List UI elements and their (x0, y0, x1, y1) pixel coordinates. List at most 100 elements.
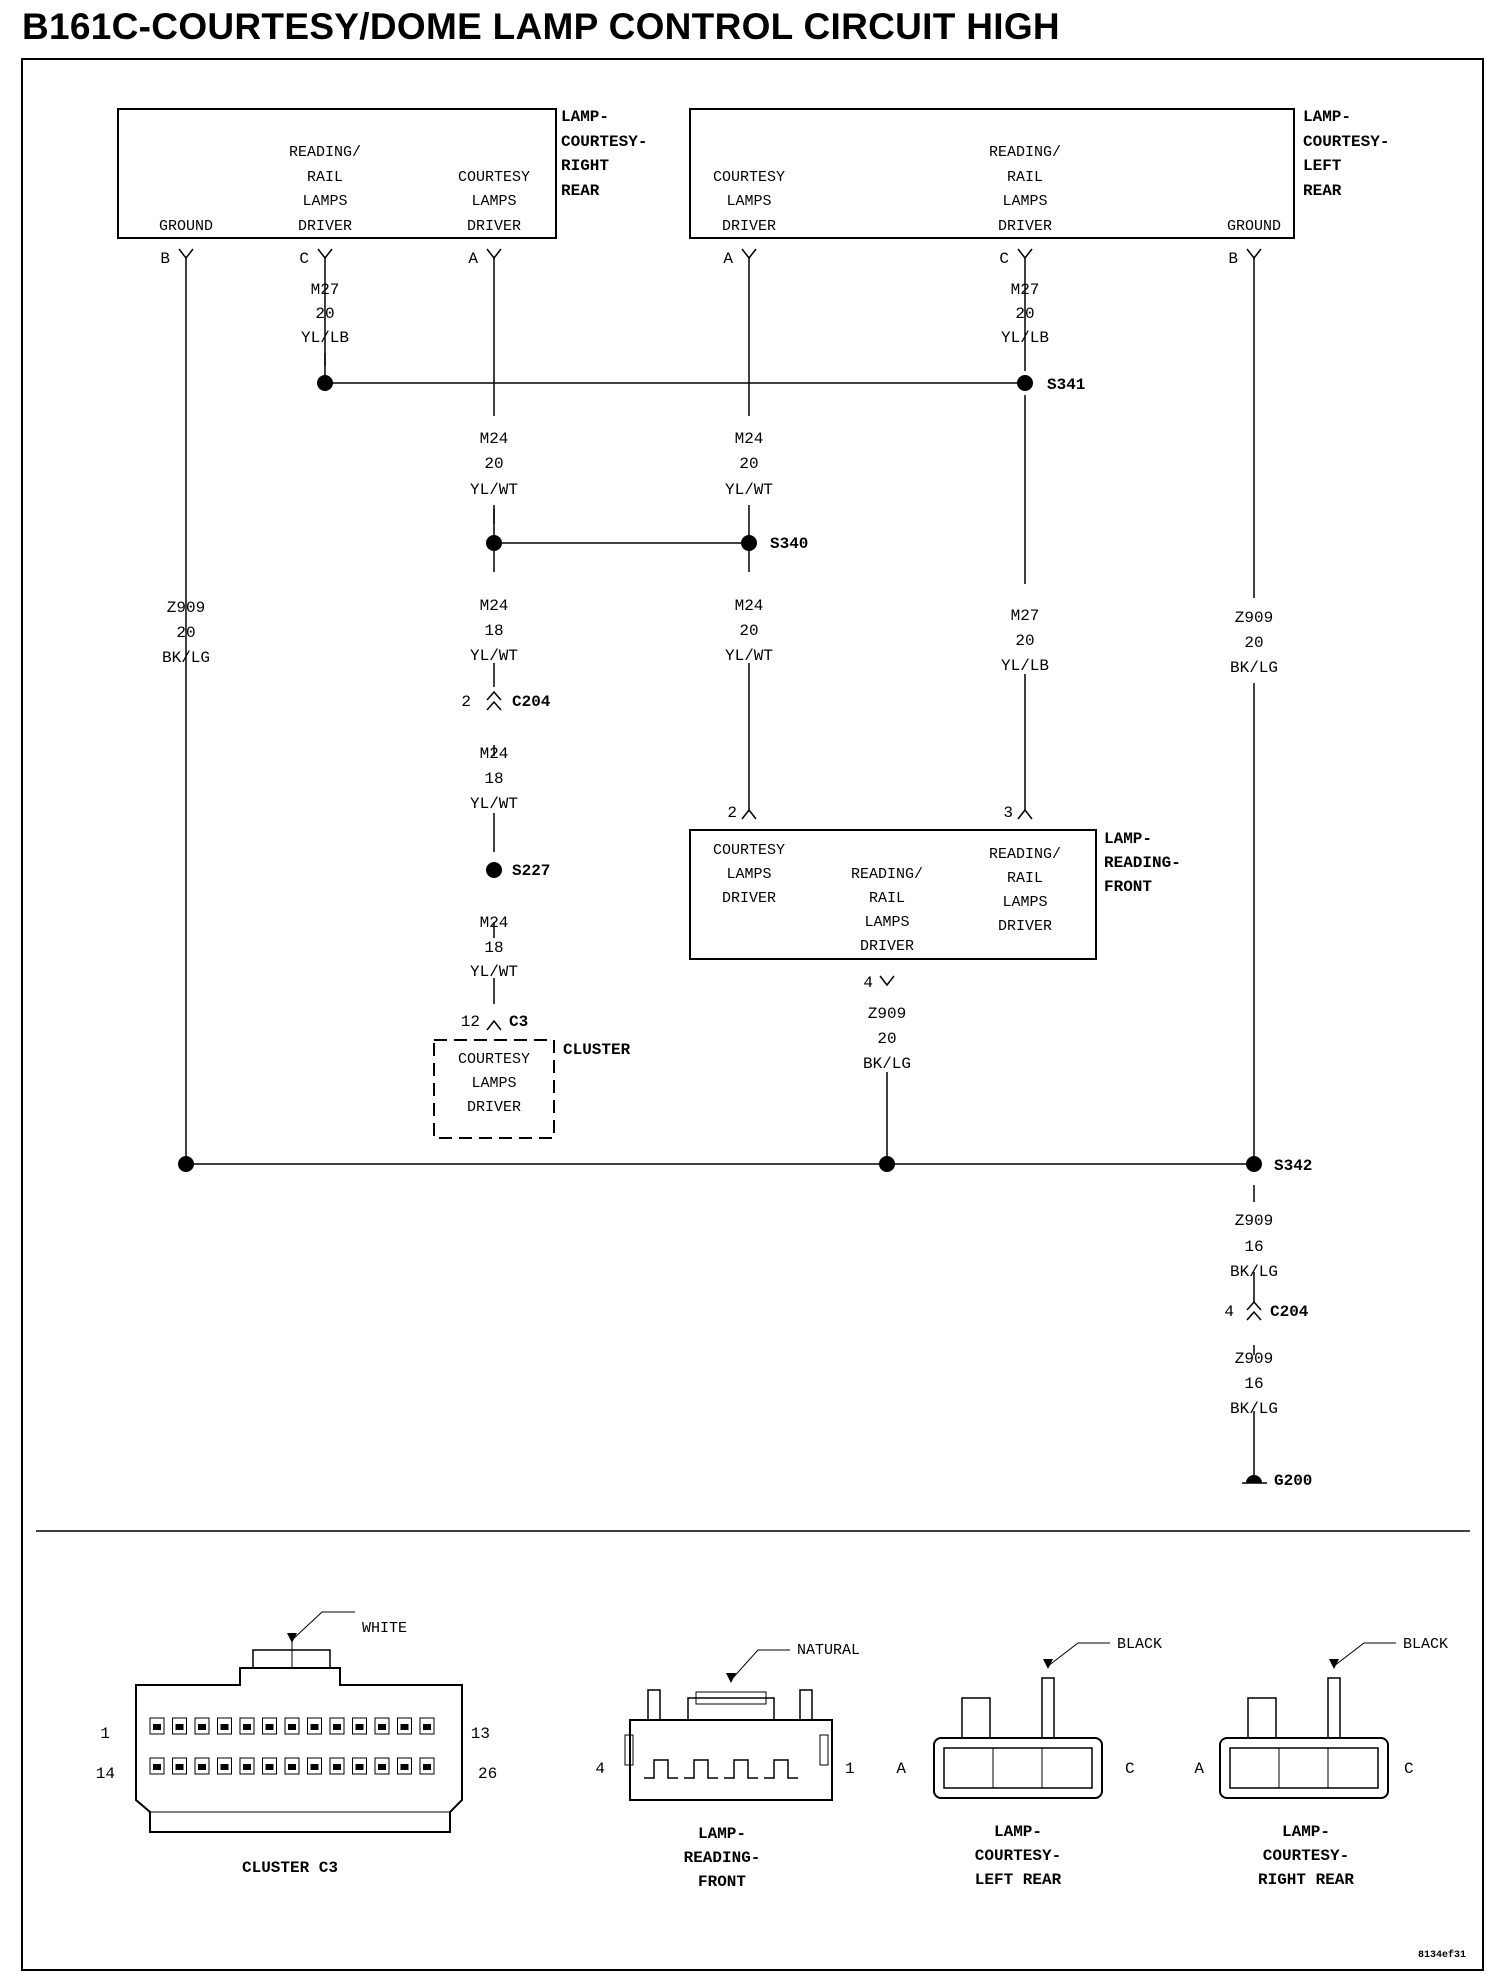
pin-terminal (153, 1724, 161, 1730)
lamp-courtesy-right-rear: LAMP- COURTESY- RIGHT REAR GROUND READIN… (117, 108, 647, 268)
svg-text:A: A (1194, 1760, 1204, 1778)
pin-cavity (262, 1757, 277, 1775)
pin-terminal (423, 1724, 431, 1730)
svg-text:16: 16 (1244, 1238, 1263, 1256)
svg-text:1: 1 (845, 1760, 855, 1778)
pin-cavity (352, 1757, 367, 1775)
svg-text:M24: M24 (480, 914, 509, 932)
svg-text:DRIVER: DRIVER (298, 218, 352, 235)
svg-text:LAMPS: LAMPS (726, 193, 771, 210)
svg-text:20: 20 (1015, 305, 1034, 323)
pin-terminal (310, 1724, 319, 1730)
pin-terminal (355, 1764, 364, 1770)
svg-text:16: 16 (1244, 1375, 1263, 1393)
svg-text:RAIL: RAIL (307, 169, 343, 186)
svg-text:REAR: REAR (1303, 182, 1342, 200)
svg-text:LAMP-: LAMP- (994, 1823, 1042, 1841)
pin-terminal (265, 1724, 274, 1730)
svg-text:COURTESY: COURTESY (458, 169, 530, 186)
pin-terminal (400, 1764, 409, 1770)
pin-terminal (198, 1724, 206, 1730)
svg-text:C: C (299, 250, 309, 268)
svg-text:BK/LG: BK/LG (162, 649, 210, 667)
lamp-reading-front: LAMP- READING- FRONT COURTESY LAMPS DRIV… (689, 804, 1181, 992)
pin-terminal (288, 1724, 296, 1730)
pin-cavity (397, 1757, 412, 1775)
pin-terminal (175, 1724, 184, 1730)
svg-text:A: A (468, 250, 478, 268)
svg-text:3: 3 (1003, 804, 1013, 822)
svg-text:20: 20 (1015, 632, 1034, 650)
pin-cavity (194, 1717, 210, 1735)
svg-text:18: 18 (484, 770, 503, 788)
svg-text:YL/LB: YL/LB (1001, 329, 1049, 347)
svg-text:20: 20 (739, 622, 758, 640)
cluster-module: CLUSTER COURTESY LAMPS DRIVER 12 C3 (433, 1013, 631, 1139)
svg-text:DRIVER: DRIVER (998, 918, 1052, 935)
svg-text:A: A (896, 1760, 906, 1778)
svg-text:NATURAL: NATURAL (797, 1642, 860, 1659)
c204-lower-symbol (1246, 1301, 1262, 1321)
pin-cavity (239, 1717, 255, 1735)
svg-text:C204: C204 (512, 693, 551, 711)
svg-text:LAMP-: LAMP- (698, 1825, 746, 1843)
svg-text:YL/LB: YL/LB (301, 329, 349, 347)
svg-text:1: 1 (100, 1725, 110, 1743)
svg-text:20: 20 (739, 455, 758, 473)
ground-label: G200 (1274, 1472, 1312, 1490)
wires (185, 258, 1255, 1475)
svg-text:13: 13 (471, 1725, 490, 1743)
svg-text:M27: M27 (1011, 607, 1040, 625)
svg-text:M24: M24 (735, 430, 764, 448)
pin-terminal (378, 1724, 386, 1730)
connector-view-left-rear: BLACK A C LAMP- COURTESY- LEFT REAR (896, 1636, 1162, 1889)
svg-text:YL/WT: YL/WT (470, 795, 518, 813)
svg-text:C3: C3 (509, 1013, 528, 1031)
pin-terminal (175, 1764, 184, 1770)
svg-text:RIGHT REAR: RIGHT REAR (1258, 1871, 1354, 1889)
svg-text:READING/: READING/ (989, 846, 1061, 863)
pin-cavity (374, 1717, 390, 1735)
svg-text:LAMP-: LAMP- (561, 108, 609, 126)
svg-text:WHITE: WHITE (362, 1620, 407, 1637)
pin-cavity (217, 1757, 232, 1775)
svg-text:DRIVER: DRIVER (722, 218, 776, 235)
svg-text:YL/WT: YL/WT (470, 647, 518, 665)
pin-cavity (149, 1717, 165, 1735)
svg-text:CLUSTER C3: CLUSTER C3 (242, 1859, 338, 1877)
pin-cavity (419, 1717, 435, 1735)
pin-receptacles (178, 248, 1262, 1031)
pin-cavity (419, 1757, 435, 1775)
svg-text:C204: C204 (1270, 1303, 1309, 1321)
svg-text:20: 20 (484, 455, 503, 473)
svg-text:RAIL: RAIL (1007, 169, 1043, 186)
svg-text:20: 20 (315, 305, 334, 323)
svg-text:B: B (160, 250, 170, 268)
pin-terminal (310, 1764, 319, 1770)
pin-cavity (284, 1717, 300, 1735)
svg-text:18: 18 (484, 939, 503, 957)
svg-text:B: B (1228, 250, 1238, 268)
pin-terminal (265, 1764, 274, 1770)
svg-text:M24: M24 (480, 745, 509, 763)
svg-text:BK/LG: BK/LG (1230, 1263, 1278, 1281)
svg-text:C: C (1404, 1760, 1414, 1778)
pin-cavity (172, 1757, 187, 1775)
figure-id: 8134ef31 (1418, 1949, 1466, 1961)
svg-text:M24: M24 (735, 597, 764, 615)
pin-terminal (333, 1724, 341, 1730)
pin-cavity (262, 1717, 277, 1735)
svg-text:LAMPS: LAMPS (471, 193, 516, 210)
svg-text:RAIL: RAIL (1007, 870, 1043, 887)
connector-view-right-rear: BLACK A C LAMP- COURTESY- RIGHT REAR (1194, 1636, 1448, 1889)
svg-text:M27: M27 (1011, 281, 1040, 299)
svg-text:YL/LB: YL/LB (1001, 657, 1049, 675)
svg-text:12: 12 (461, 1013, 480, 1031)
connector-view-reading-front: NATURAL 4 1 LAMP- READING- FRONT (595, 1642, 860, 1891)
svg-text:CLUSTER: CLUSTER (563, 1041, 631, 1059)
svg-text:YL/WT: YL/WT (470, 963, 518, 981)
svg-text:YL/WT: YL/WT (725, 647, 773, 665)
svg-text:YL/WT: YL/WT (470, 481, 518, 499)
svg-text:BLACK: BLACK (1117, 1636, 1162, 1653)
